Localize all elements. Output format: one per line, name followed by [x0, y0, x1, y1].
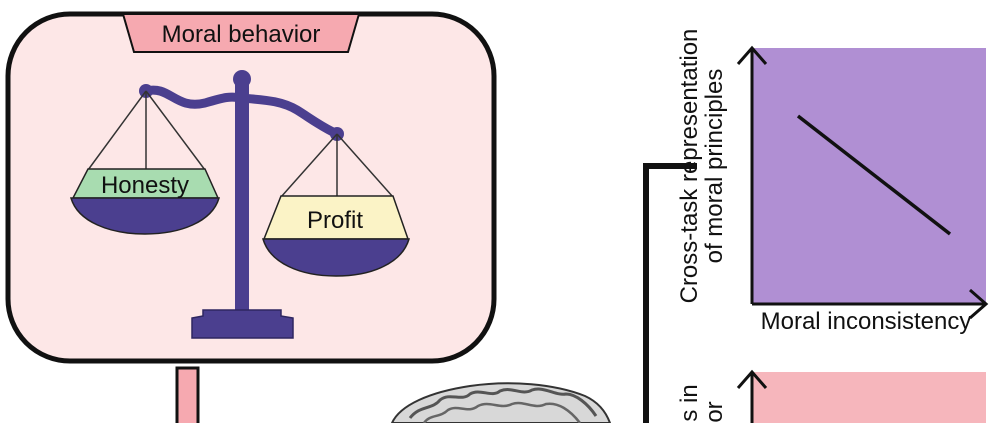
brain-illustration: [390, 382, 612, 423]
right-pan-string: [280, 133, 338, 198]
bottom-chart-plot-area: [752, 372, 986, 423]
profit-label: Profit: [307, 207, 363, 234]
top-chart-plot-area: [752, 48, 986, 304]
profit-pan-bowl: [261, 238, 411, 277]
bottom-chart-y-label-fragment-2: or: [701, 401, 728, 422]
bottom-chart-y-axis: [736, 369, 768, 423]
right-pan-string: [336, 133, 394, 198]
chart-bracket: [643, 163, 697, 423]
top-chart-y-label-line1: Cross-task representation: [676, 29, 703, 304]
top-chart-x-axis: [752, 288, 989, 320]
honesty-label: Honesty: [101, 172, 189, 199]
left-pan-string: [145, 90, 206, 171]
scale-base: [191, 309, 294, 339]
top-chart-x-label: Moral inconsistency: [761, 308, 972, 335]
scale-column: [235, 84, 249, 310]
left-pan-string: [87, 90, 147, 171]
panel-title-tab: [121, 13, 361, 53]
top-chart-y-label-line2: of moral principles: [701, 69, 728, 264]
panel-connector: [175, 366, 200, 423]
honesty-pan-bowl: [69, 197, 221, 235]
scale-top-knob: [233, 70, 251, 88]
bottom-chart-y-label-fragment-1: s in: [676, 384, 703, 421]
top-chart-y-axis: [736, 45, 768, 304]
panel-title: Moral behavior: [162, 21, 321, 48]
top-chart-trend-line: [796, 114, 952, 236]
